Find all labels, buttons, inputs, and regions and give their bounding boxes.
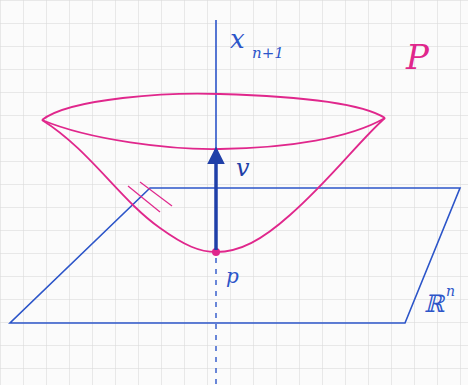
vector-arrow	[214, 150, 218, 250]
point-label: p	[226, 266, 239, 286]
axis-subscript: n+1	[252, 46, 284, 61]
shading-stroke	[128, 186, 160, 212]
axis-label: x	[230, 26, 245, 52]
shading-stroke	[140, 182, 172, 206]
space-exponent: n	[446, 284, 455, 298]
rim-back	[42, 94, 385, 120]
rim-front	[42, 118, 385, 149]
bowl	[42, 118, 385, 252]
vector-label: v	[236, 156, 250, 180]
surface-label: P	[406, 40, 429, 74]
plane	[10, 188, 460, 323]
axis-dashed	[215, 258, 216, 384]
space-label: ℝ	[424, 292, 444, 316]
axis	[215, 20, 217, 252]
